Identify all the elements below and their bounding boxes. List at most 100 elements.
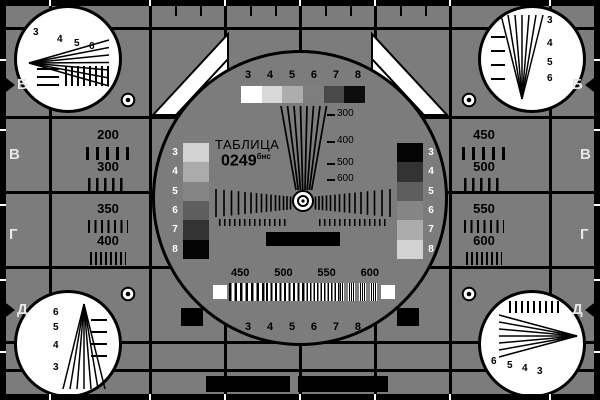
grayscale-step — [261, 86, 283, 103]
center-circle: 3 4 5 6 7 8 — [152, 50, 448, 346]
frame-tick — [0, 279, 6, 281]
frame-tick — [594, 351, 600, 353]
frequency-value: 600 — [473, 233, 495, 248]
wedge-digit: 5 — [74, 38, 80, 49]
registration-target-icon — [120, 286, 136, 302]
frame-tick — [549, 0, 551, 6]
staircase-right — [397, 143, 423, 259]
frequency-label: 500 — [337, 157, 354, 168]
frequency-burst-strip — [229, 283, 377, 301]
grayscale-digits-top: 3 4 5 6 7 8 — [245, 69, 361, 81]
resolution-fan — [62, 303, 106, 390]
bottom-black-bar — [206, 376, 290, 392]
reference-dash — [91, 319, 107, 321]
registration-target-icon — [461, 92, 477, 108]
grayscale-step — [397, 200, 423, 221]
frequency-grating — [462, 147, 506, 160]
grid-vline — [49, 0, 52, 400]
tick-comb — [319, 219, 387, 226]
digit: 5 — [288, 321, 296, 333]
tick-comb — [219, 219, 287, 226]
digit: 3 — [172, 147, 178, 159]
card-number-value: 0249 — [221, 152, 257, 170]
frame-tick — [224, 0, 226, 6]
frequency-label: 500 — [274, 267, 293, 279]
digit: 5 — [428, 185, 434, 197]
row-label-left: Д — [17, 301, 28, 318]
black-reference-square — [181, 308, 203, 326]
grayscale-step — [397, 220, 423, 240]
frame-tick — [594, 279, 600, 281]
frame-tick — [149, 394, 151, 400]
frequency-grating — [88, 178, 128, 191]
wedge-digit: 3 — [537, 366, 543, 377]
frequency-grating — [90, 252, 126, 265]
wedge-digit: 5 — [507, 360, 513, 371]
h-resolution-wedge-right — [314, 189, 391, 217]
reference-dash — [37, 76, 59, 78]
grayscale-step — [303, 86, 324, 103]
grayscale-step — [323, 86, 345, 103]
frame-tick — [299, 394, 301, 400]
wedge-tick — [327, 141, 335, 143]
frame-tick — [0, 204, 6, 206]
row-marker-arrow — [585, 78, 594, 92]
frequency-grating — [466, 252, 502, 265]
frame-tick — [594, 59, 600, 61]
frame-tick — [224, 394, 226, 400]
wedge-digit: 4 — [547, 38, 553, 49]
digit: 6 — [172, 205, 178, 217]
burst-segment — [266, 283, 303, 301]
row-label-left: Б — [17, 76, 28, 93]
row-marker-arrow — [6, 78, 15, 92]
wedge-digit: 3 — [53, 362, 59, 373]
reference-dash — [491, 36, 505, 38]
tick-comb — [509, 301, 561, 313]
wedge-digit: 6 — [53, 307, 59, 318]
frequency-grating — [464, 220, 504, 233]
digit: 7 — [332, 69, 339, 81]
frame-left — [0, 0, 6, 400]
grayscale-step — [397, 181, 423, 201]
digit: 7 — [332, 321, 339, 333]
row-label-right: Д — [572, 301, 583, 318]
frame-tick — [49, 394, 51, 400]
frequency-value: 450 — [473, 127, 495, 142]
grayscale-step — [183, 220, 209, 240]
reference-dash — [91, 331, 107, 333]
frame-tick — [149, 0, 151, 6]
frequency-grating — [464, 178, 504, 191]
frequency-grating — [88, 220, 128, 233]
corner-circle-top-right: 3 4 5 6 — [478, 5, 586, 113]
white-reference-square — [213, 285, 227, 299]
grayscale-digits-bottom: 3 4 5 6 7 8 — [245, 321, 361, 333]
grayscale-step — [397, 143, 423, 163]
digit: 3 — [428, 147, 434, 159]
digit: 3 — [245, 321, 252, 333]
grayscale-step — [397, 162, 423, 182]
corner-circle-top-left: 3 4 5 6 — [14, 5, 122, 113]
frame-tick — [299, 0, 301, 6]
reference-dash — [37, 84, 59, 86]
grayscale-step — [241, 86, 262, 103]
frame-tick — [594, 204, 600, 206]
digit: 8 — [428, 243, 434, 255]
grid-vline — [149, 0, 152, 400]
vertical-frequency-wedge — [280, 105, 328, 191]
staircase-left — [183, 143, 209, 259]
grayscale-step — [282, 86, 304, 103]
wedge-tick — [327, 114, 335, 116]
row-label-right: Б — [572, 76, 583, 93]
wedge-tick — [327, 179, 335, 181]
frequency-label: 300 — [337, 108, 354, 119]
digit: 8 — [172, 243, 178, 255]
frequency-value: 350 — [97, 201, 119, 216]
frame-tick — [549, 394, 551, 400]
burst-segment — [229, 283, 266, 301]
frame-tick — [0, 351, 6, 353]
digit: 5 — [172, 185, 178, 197]
grayscale-step — [183, 239, 209, 259]
digit: 4 — [172, 166, 178, 178]
digit: 7 — [428, 224, 434, 236]
